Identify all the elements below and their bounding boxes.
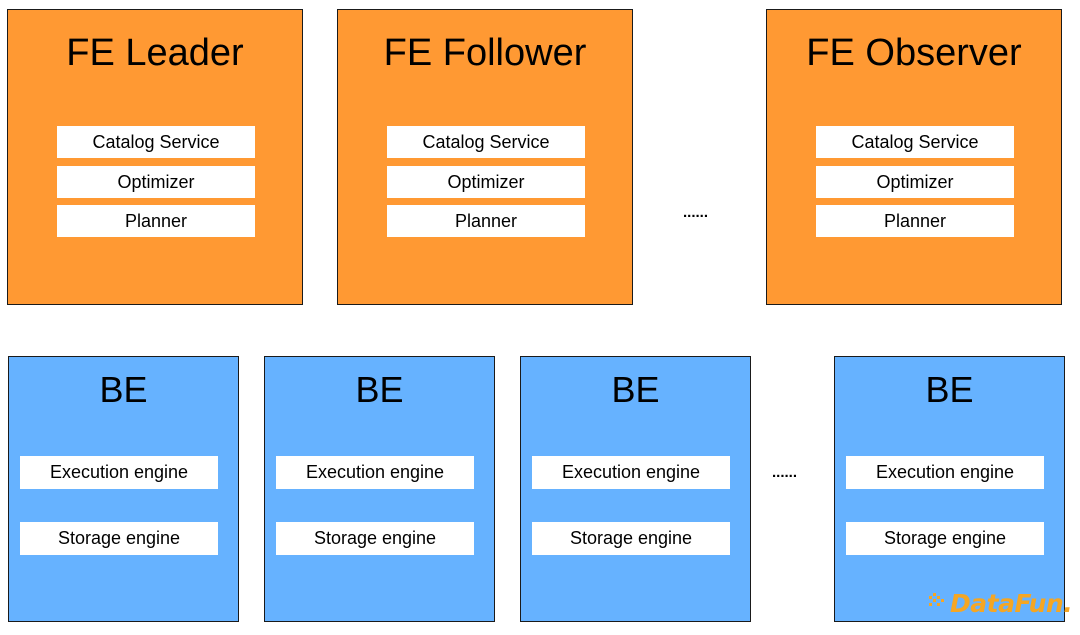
fe-observer-planner: Planner bbox=[816, 205, 1014, 237]
be-node-4-execution-engine: Execution engine bbox=[846, 456, 1044, 489]
fe-leader-title: FE Leader bbox=[66, 32, 244, 74]
be-node-1-storage-engine: Storage engine bbox=[20, 522, 218, 555]
be-node-1-title: BE bbox=[99, 369, 148, 410]
be-node-2-title: BE bbox=[355, 369, 404, 410]
fe-leader-node: FE Leader Catalog Service Optimizer Plan… bbox=[7, 9, 303, 305]
be-node-3: BE Execution engine Storage engine bbox=[520, 356, 751, 622]
fe-follower-optimizer: Optimizer bbox=[387, 166, 585, 198]
fe-observer-title: FE Observer bbox=[806, 32, 1022, 74]
be-node-1-execution-engine: Execution engine bbox=[20, 456, 218, 489]
fe-follower-title: FE Follower bbox=[383, 32, 587, 74]
be-node-2: BE Execution engine Storage engine bbox=[264, 356, 495, 622]
fe-leader-planner: Planner bbox=[57, 205, 255, 237]
fe-observer-catalog-service: Catalog Service bbox=[816, 126, 1014, 158]
be-node-3-storage-engine: Storage engine bbox=[532, 522, 730, 555]
be-node-3-execution-engine: Execution engine bbox=[532, 456, 730, 489]
be-ellipsis: ...... bbox=[772, 464, 798, 481]
fe-leader-optimizer: Optimizer bbox=[57, 166, 255, 198]
fe-follower-node: FE Follower Catalog Service Optimizer Pl… bbox=[337, 9, 633, 305]
fe-ellipsis: ...... bbox=[683, 204, 709, 221]
be-node-4-title: BE bbox=[925, 369, 974, 410]
datafun-logo-icon bbox=[928, 590, 948, 617]
be-node-4-storage-engine: Storage engine bbox=[846, 522, 1044, 555]
fe-follower-catalog-service: Catalog Service bbox=[387, 126, 585, 158]
fe-follower-planner: Planner bbox=[387, 205, 585, 237]
be-node-4: BE Execution engine Storage engine bbox=[834, 356, 1065, 622]
be-node-1: BE Execution engine Storage engine bbox=[8, 356, 239, 622]
be-node-3-title: BE bbox=[611, 369, 660, 410]
datafun-watermark-text: DataFun. bbox=[950, 588, 1073, 618]
fe-observer-node: FE Observer Catalog Service Optimizer Pl… bbox=[766, 9, 1062, 305]
datafun-watermark: DataFun. bbox=[928, 585, 1073, 621]
be-node-2-execution-engine: Execution engine bbox=[276, 456, 474, 489]
fe-leader-catalog-service: Catalog Service bbox=[57, 126, 255, 158]
fe-observer-optimizer: Optimizer bbox=[816, 166, 1014, 198]
be-node-2-storage-engine: Storage engine bbox=[276, 522, 474, 555]
